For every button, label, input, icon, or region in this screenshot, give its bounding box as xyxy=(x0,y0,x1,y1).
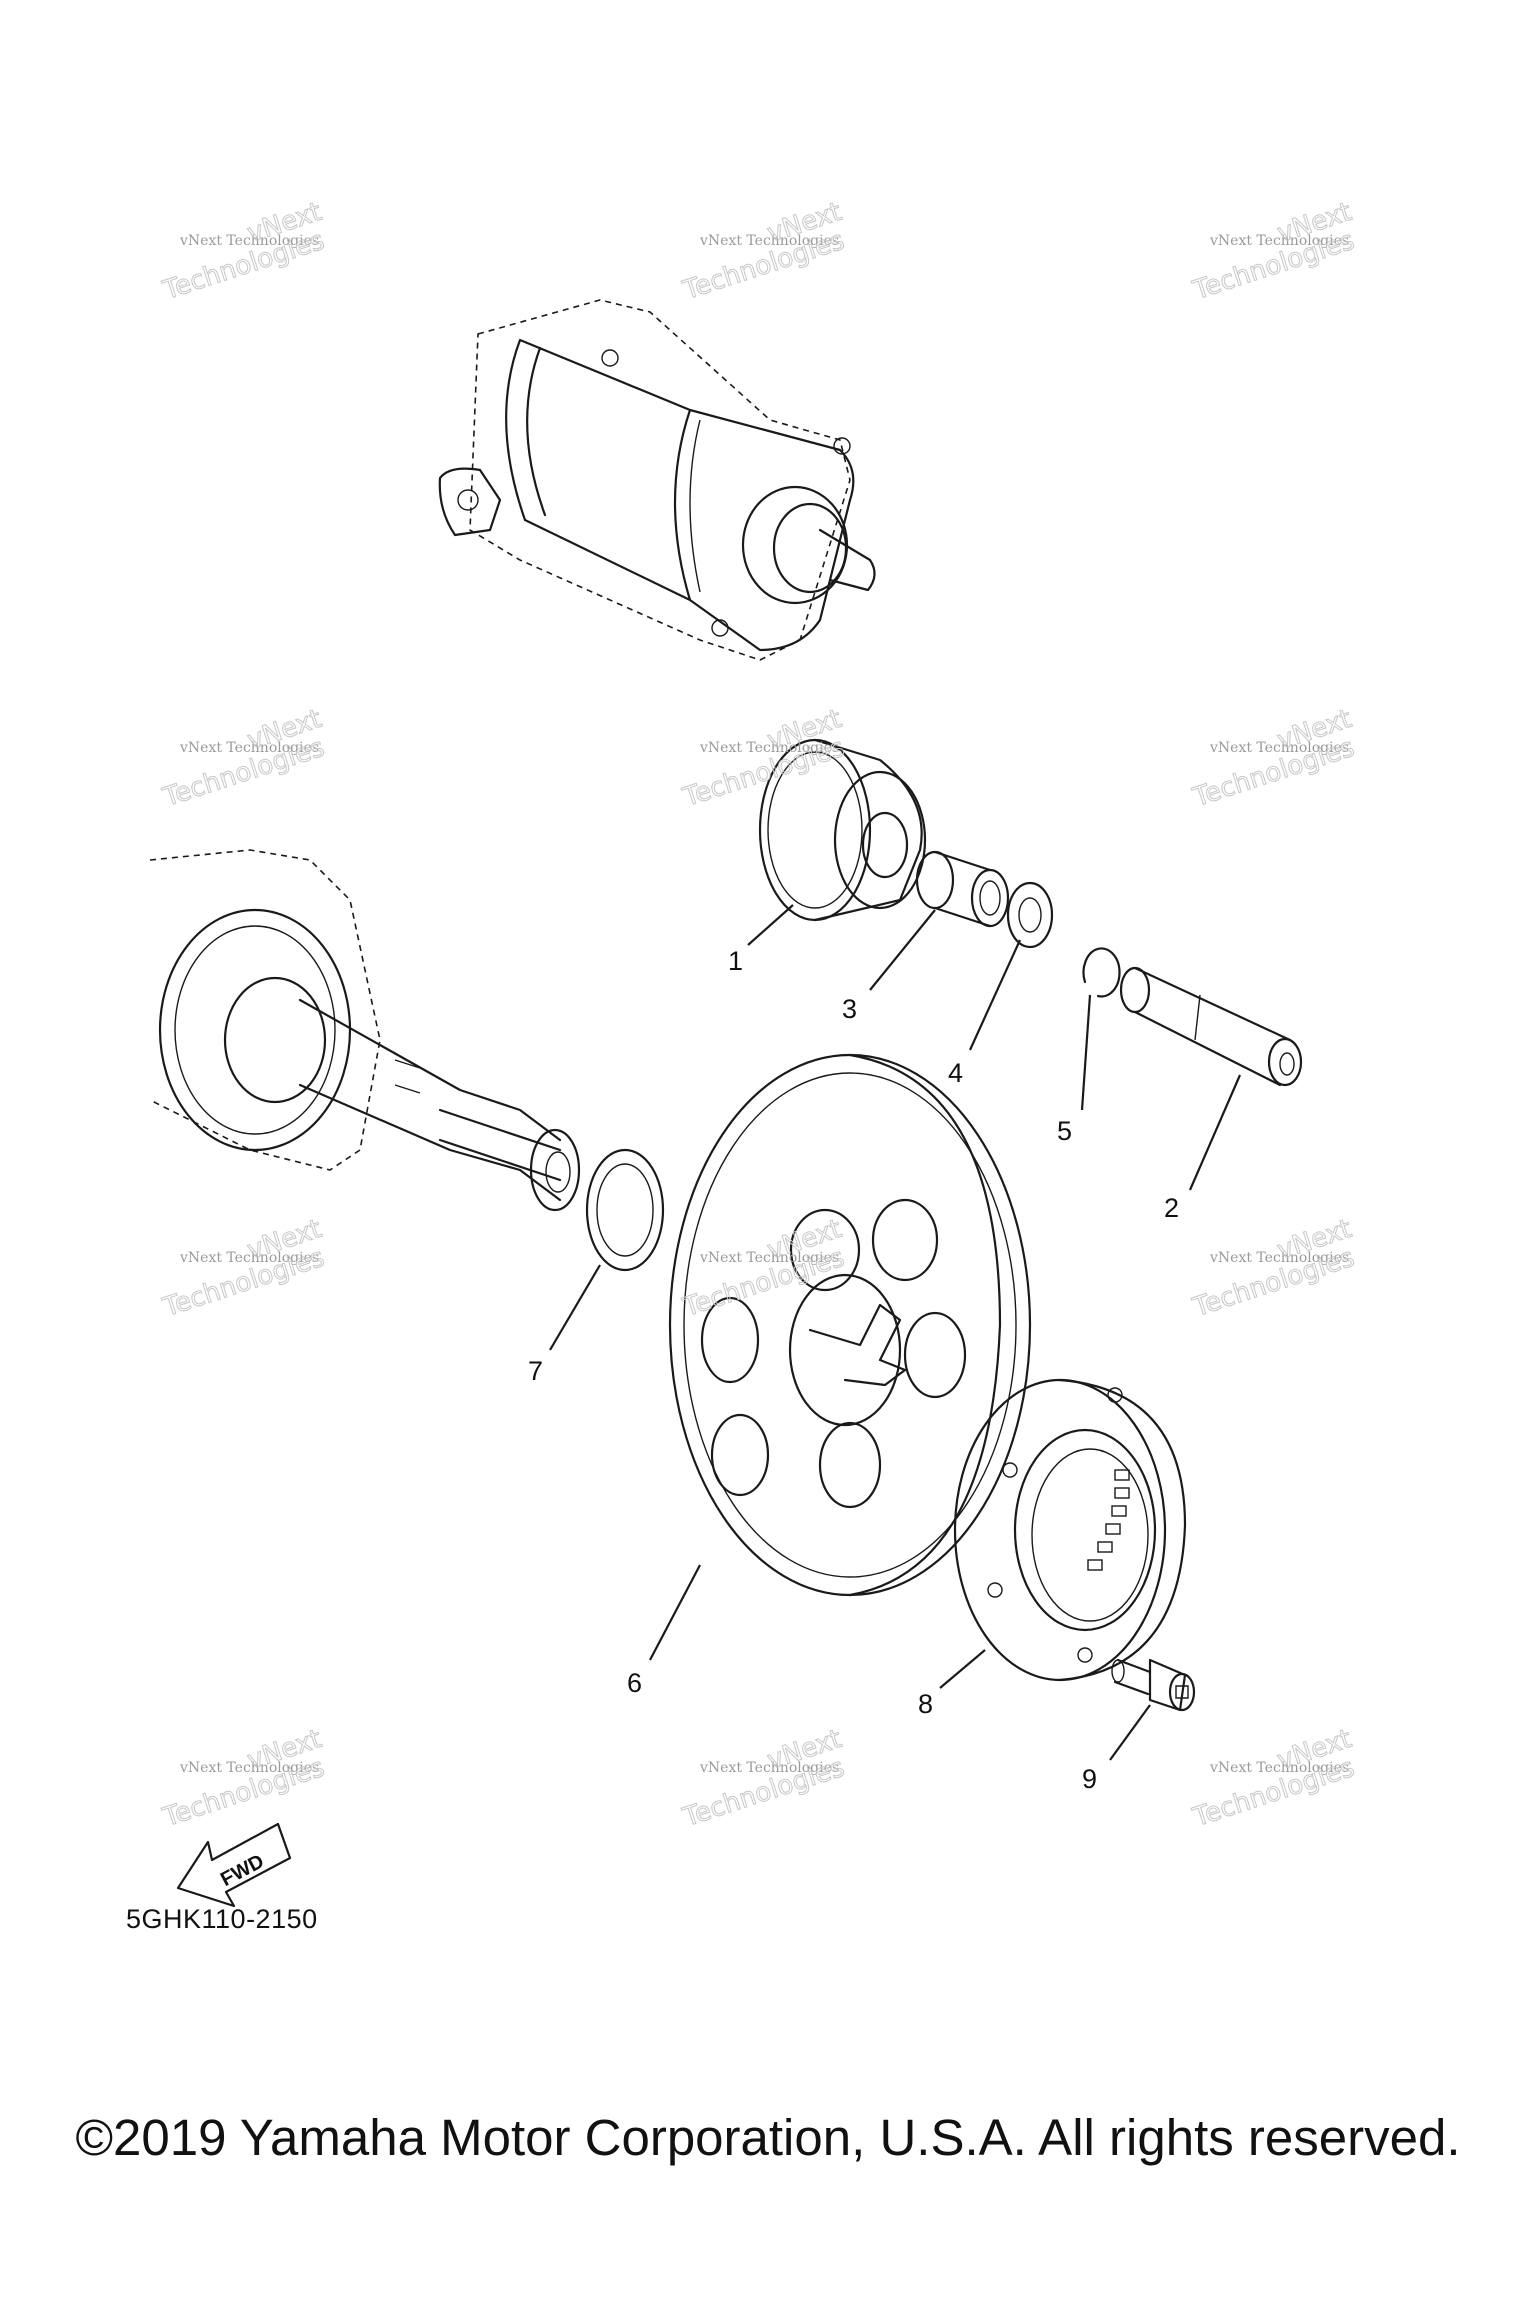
circlip xyxy=(1082,947,1121,998)
svg-text:vNext Technologies: vNext Technologies xyxy=(699,740,839,756)
svg-text:vNext Technologies: vNext Technologies xyxy=(179,233,319,249)
watermark: vNext Technologies Technologies vNext xyxy=(158,1724,328,1834)
fwd-label: FWD xyxy=(217,1850,268,1891)
svg-text:vNext Technologies: vNext Technologies xyxy=(179,1760,319,1776)
watermark: vNext Technologies Technologies vNext xyxy=(1188,1214,1358,1324)
idler-shaft xyxy=(1119,966,1303,1087)
watermark: vNext Technologies Technologies vNext xyxy=(678,197,848,307)
starter-wheel-gear xyxy=(668,1053,1032,1597)
leader-lines xyxy=(549,904,1242,1761)
svg-text:vNext Technologies: vNext Technologies xyxy=(699,233,839,249)
fwd-arrow: FWD xyxy=(176,1822,292,1908)
callout-1: 1 xyxy=(728,946,743,976)
watermark: vNext Technologies Technologies vNext xyxy=(158,704,328,814)
washer-4 xyxy=(1006,881,1054,949)
diagram-code: 5GHK110-2150 xyxy=(126,1904,318,1934)
watermark: vNext Technologies Technologies vNext xyxy=(678,1214,848,1324)
callout-2: 2 xyxy=(1164,1193,1179,1223)
copyright-notice: ©2019 Yamaha Motor Corporation, U.S.A. A… xyxy=(75,2109,1461,2166)
watermark: vNext Technologies Technologies vNext xyxy=(1188,197,1358,307)
starter-motor xyxy=(438,299,876,661)
watermark: vNext Technologies Technologies vNext xyxy=(1188,704,1358,814)
watermark: vNext Technologies Technologies vNext xyxy=(158,1214,328,1324)
idler-gear xyxy=(758,738,927,922)
crankshaft-assembly xyxy=(149,849,581,1212)
callout-numbers: 1 2 3 4 5 6 7 8 9 xyxy=(528,946,1179,1794)
watermark: vNext Technologies Technologies vNext xyxy=(158,197,328,307)
svg-text:vNext Technologies: vNext Technologies xyxy=(1209,233,1349,249)
watermark: vNext Technologies Technologies vNext xyxy=(678,1724,848,1834)
svg-text:vNext Technologies: vNext Technologies xyxy=(179,1250,319,1266)
callout-5: 5 xyxy=(1057,1116,1072,1146)
svg-text:vNext Technologies: vNext Technologies xyxy=(699,1760,839,1776)
callout-7: 7 xyxy=(528,1356,543,1386)
svg-text:vNext Technologies: vNext Technologies xyxy=(699,1250,839,1266)
svg-text:vNext Technologies: vNext Technologies xyxy=(1209,1760,1349,1776)
callout-8: 8 xyxy=(918,1689,933,1719)
callout-4: 4 xyxy=(948,1058,963,1088)
callout-9: 9 xyxy=(1082,1764,1097,1794)
callout-3: 3 xyxy=(842,994,857,1024)
washer-7 xyxy=(585,1148,665,1272)
svg-text:vNext Technologies: vNext Technologies xyxy=(1209,740,1349,756)
socket-bolt xyxy=(1111,1658,1196,1712)
svg-text:vNext Technologies: vNext Technologies xyxy=(179,740,319,756)
watermark: vNext Technologies Technologies vNext xyxy=(1188,1724,1358,1834)
svg-text:vNext Technologies: vNext Technologies xyxy=(1209,1250,1349,1266)
one-way-clutch xyxy=(953,1378,1187,1682)
watermarks: vNext Technologies Technologies vNext vN… xyxy=(158,197,1358,1834)
needle-bearing xyxy=(915,850,1010,928)
callout-6: 6 xyxy=(627,1668,642,1698)
